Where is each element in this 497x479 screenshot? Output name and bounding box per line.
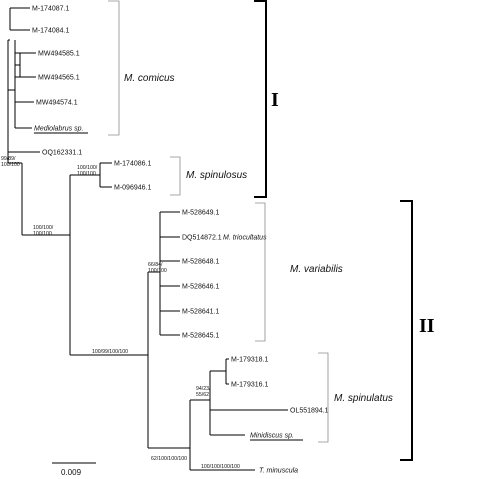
- tip-m179316: M-179316.1: [231, 382, 268, 389]
- tip-mw494585: MW494585.1: [38, 51, 80, 58]
- group-brackets: [108, 0, 329, 443]
- tip-m174086: M-174086.1: [114, 161, 151, 168]
- bracket-spinulatus: [318, 352, 329, 443]
- tip-ol551894: OL551894.1: [290, 408, 329, 415]
- tip-labels: M-174087.1 M-174084.1 MW494585.1 MW49456…: [32, 6, 329, 475]
- label-comicus: M. comicus: [124, 73, 175, 84]
- label-spinulatus: M. spinulatus: [334, 393, 393, 404]
- tip-m528649: M-528649.1: [182, 210, 219, 217]
- tip-m528648: M-528648.1: [182, 259, 219, 266]
- bracket-clade-one: [254, 0, 267, 198]
- support-minidiscus-node: 62/100/100/100: [151, 456, 187, 462]
- label-spinulosus: M. spinulosus: [186, 170, 247, 181]
- bracket-spinulosus: [170, 156, 181, 196]
- label-variabilis: M. variabilis: [290, 264, 343, 275]
- tip-m528641: M-528641.1: [182, 309, 219, 316]
- tip-m174084: M-174084.1: [32, 28, 69, 35]
- support-comicus-b: 100/100: [1, 162, 20, 168]
- support-clade-two: 100/99/100/100: [92, 349, 128, 355]
- clade-two-label: II: [419, 315, 435, 337]
- support-clade-one-a: 100/100/: [33, 225, 54, 231]
- support-spinulatus-a: 94/23/: [196, 386, 211, 392]
- tip-m174087: M-174087.1: [32, 6, 69, 13]
- tip-m528645: M-528645.1: [182, 333, 219, 340]
- clade-one-branches: [7, 7, 112, 355]
- support-spinulosus-a: 100/100/: [77, 165, 98, 171]
- tip-mediolabrus: Mediolabrus sp.: [34, 126, 83, 133]
- tip-m096946: M-096946.1: [114, 185, 151, 192]
- support-spinulosus-b: 100/100: [77, 171, 96, 177]
- scale-bar-label: 0.009: [61, 468, 82, 477]
- tip-mw494574: MW494574.1: [36, 100, 78, 107]
- tip-minidiscus: Minidiscus sp.: [250, 433, 294, 440]
- bracket-comicus: [108, 0, 120, 136]
- support-values: 99/89/ 100/100 100/100/ 100/100 100/100/…: [1, 156, 240, 470]
- clade-brackets: I II: [254, 0, 435, 461]
- support-clade-one-b: 100/100: [33, 231, 52, 237]
- support-outgroup: 100/100/100/100: [201, 464, 240, 470]
- tip-t-minuscula: T. minuscula: [259, 468, 298, 475]
- bracket-clade-two: [400, 200, 413, 461]
- tip-oq162331: OQ162331.1: [42, 150, 82, 157]
- clade-one-label: I: [271, 89, 279, 111]
- support-comicus-a: 99/89/: [1, 156, 16, 162]
- clade-two-branches: [70, 211, 288, 471]
- tip-dq514872: DQ514872.1: [182, 235, 222, 242]
- support-spinulatus-b: 55/62: [196, 392, 209, 398]
- support-variabilis-b: 100/100: [148, 268, 167, 274]
- support-variabilis-a: 66/84/: [148, 262, 163, 268]
- group-labels: M. comicus M. spinulosus M. variabilis M…: [124, 73, 393, 404]
- tip-dq514872-species: M. triocultatus: [223, 235, 267, 242]
- scale-bar: 0.009: [52, 462, 96, 477]
- tip-m179318: M-179318.1: [231, 357, 268, 364]
- bracket-variabilis: [255, 202, 266, 342]
- tip-underlines: [34, 132, 303, 441]
- tip-mw494565: MW494565.1: [38, 75, 80, 82]
- tip-m528646: M-528646.1: [182, 284, 219, 291]
